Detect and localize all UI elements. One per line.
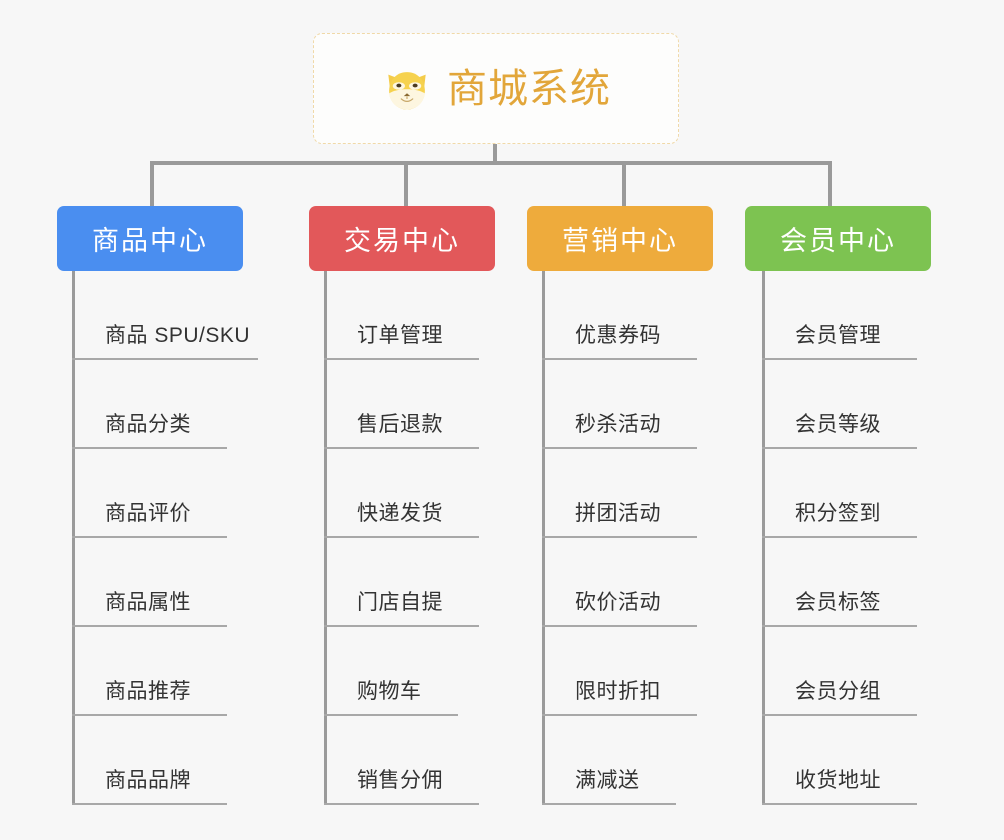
leaf-underline <box>324 625 479 627</box>
leaf-underline <box>762 447 917 449</box>
leaf-label: 砍价活动 <box>575 591 661 614</box>
leaf-label: 会员分组 <box>795 680 881 703</box>
leaf-underline <box>324 447 479 449</box>
category-column-2: 营销中心 优惠券码 秒杀活动 拼团活动 砍价活动 限时折扣 <box>527 206 713 805</box>
category-header-2[interactable]: 营销中心 <box>527 206 713 271</box>
category-label-2: 营销中心 <box>562 226 678 256</box>
leaf-label: 门店自提 <box>357 591 443 614</box>
category-spine-3 <box>762 271 765 805</box>
category-column-0: 商品中心 商品 SPU/SKU 商品分类 商品评价 商品属性 商品推荐 <box>57 206 258 805</box>
leaf-underline <box>72 358 258 360</box>
leaf-underline <box>762 714 917 716</box>
leaf-underline <box>324 536 479 538</box>
leaf-label: 商品分类 <box>105 413 191 436</box>
connector-horizontal-bus <box>150 161 832 165</box>
leaf-underline <box>324 358 479 360</box>
connector-root-stem <box>493 144 497 164</box>
connector-drop-会员中心 <box>828 161 832 208</box>
leaf-label: 满减送 <box>575 769 640 792</box>
leaf-underline <box>72 625 227 627</box>
category-label-3: 会员中心 <box>780 226 896 256</box>
leaf-underline <box>762 536 917 538</box>
leaf-underline <box>542 714 697 716</box>
leaf-underline <box>72 714 227 716</box>
leaf-label: 积分签到 <box>795 502 881 525</box>
leaf-underline <box>72 536 227 538</box>
category-header-1[interactable]: 交易中心 <box>309 206 495 271</box>
leaf-label: 商品 SPU/SKU <box>105 324 251 347</box>
category-header-0[interactable]: 商品中心 <box>57 206 243 271</box>
leaf-underline <box>762 803 917 805</box>
leaf-label: 优惠券码 <box>575 324 661 347</box>
category-header-3[interactable]: 会员中心 <box>745 206 931 271</box>
leaf-underline <box>72 447 227 449</box>
leaf-underline <box>542 358 697 360</box>
leaf-label: 商品属性 <box>105 591 191 614</box>
connector-drop-商品中心 <box>150 161 154 208</box>
leaf-label: 商品品牌 <box>105 769 191 792</box>
category-spine-0 <box>72 271 75 805</box>
leaf-label: 会员标签 <box>795 591 881 614</box>
leaf-label: 收货地址 <box>795 769 881 792</box>
leaf-label: 售后退款 <box>357 413 443 436</box>
leaf-label: 购物车 <box>357 680 422 703</box>
leaf-underline <box>542 803 676 805</box>
root-node-card[interactable]: 商城系统 <box>313 33 679 144</box>
leaf-label: 拼团活动 <box>575 502 661 525</box>
leaf-label: 限时折扣 <box>575 680 661 703</box>
category-label-1: 交易中心 <box>344 226 460 256</box>
leaf-underline <box>542 536 697 538</box>
category-spine-2 <box>542 271 545 805</box>
leaf-label: 商品评价 <box>105 502 191 525</box>
connector-drop-营销中心 <box>622 161 626 208</box>
leaf-label: 商品推荐 <box>105 680 191 703</box>
leaf-label: 订单管理 <box>357 324 443 347</box>
leaf-label: 会员等级 <box>795 413 881 436</box>
category-columns: 商品中心 商品 SPU/SKU 商品分类 商品评价 商品属性 商品推荐 <box>0 206 1004 840</box>
connector-drop-交易中心 <box>404 161 408 208</box>
leaf-label: 销售分佣 <box>357 769 443 792</box>
leaf-label: 会员管理 <box>795 324 881 347</box>
category-spine-1 <box>324 271 327 805</box>
category-label-0: 商品中心 <box>92 226 208 256</box>
leaf-underline <box>762 625 917 627</box>
leaf-underline <box>324 714 458 716</box>
page-title: 商城系统 <box>447 66 611 111</box>
category-column-3: 会员中心 会员管理 会员等级 积分签到 会员标签 会员分组 <box>745 206 931 805</box>
leaf-label: 快递发货 <box>357 502 443 525</box>
leaf-label: 秒杀活动 <box>575 413 661 436</box>
category-column-1: 交易中心 订单管理 售后退款 快递发货 门店自提 购物车 <box>309 206 495 805</box>
shiba-dog-face-icon <box>381 64 433 116</box>
leaf-underline <box>542 625 697 627</box>
leaf-underline <box>324 803 479 805</box>
leaf-underline <box>762 358 917 360</box>
leaf-underline <box>542 447 697 449</box>
leaf-underline <box>72 803 227 805</box>
